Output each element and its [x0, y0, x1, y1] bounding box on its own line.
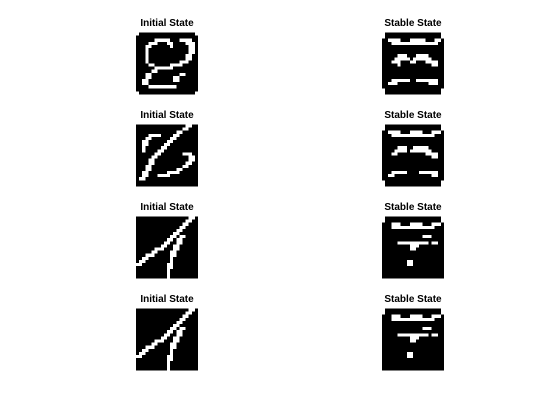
- panel-title: Stable State: [384, 110, 442, 121]
- panel-initial-1: Initial State: [107, 18, 227, 102]
- bitmap-image: [136, 32, 198, 95]
- bitmap-image: [382, 32, 444, 95]
- panel-title: Stable State: [384, 18, 442, 29]
- panel-stable-4: Stable State: [353, 294, 473, 378]
- panel-stable-1: Stable State: [353, 18, 473, 102]
- panel-title: Initial State: [140, 202, 194, 213]
- panel-initial-2: Initial State: [107, 110, 227, 194]
- panel-stable-3: Stable State: [353, 202, 473, 286]
- bitmap-image: [136, 308, 198, 371]
- panel-initial-4: Initial State: [107, 294, 227, 378]
- bitmap-image: [136, 216, 198, 279]
- bitmap-image: [382, 308, 444, 371]
- panel-title: Initial State: [140, 18, 194, 29]
- bitmap-image: [382, 216, 444, 279]
- bitmap-image: [136, 124, 198, 187]
- panel-title: Initial State: [140, 110, 194, 121]
- panel-title: Stable State: [384, 202, 442, 213]
- bitmap-image: [382, 124, 444, 187]
- panel-stable-2: Stable State: [353, 110, 473, 194]
- panel-initial-3: Initial State: [107, 202, 227, 286]
- panel-title: Initial State: [140, 294, 194, 305]
- panel-title: Stable State: [384, 294, 442, 305]
